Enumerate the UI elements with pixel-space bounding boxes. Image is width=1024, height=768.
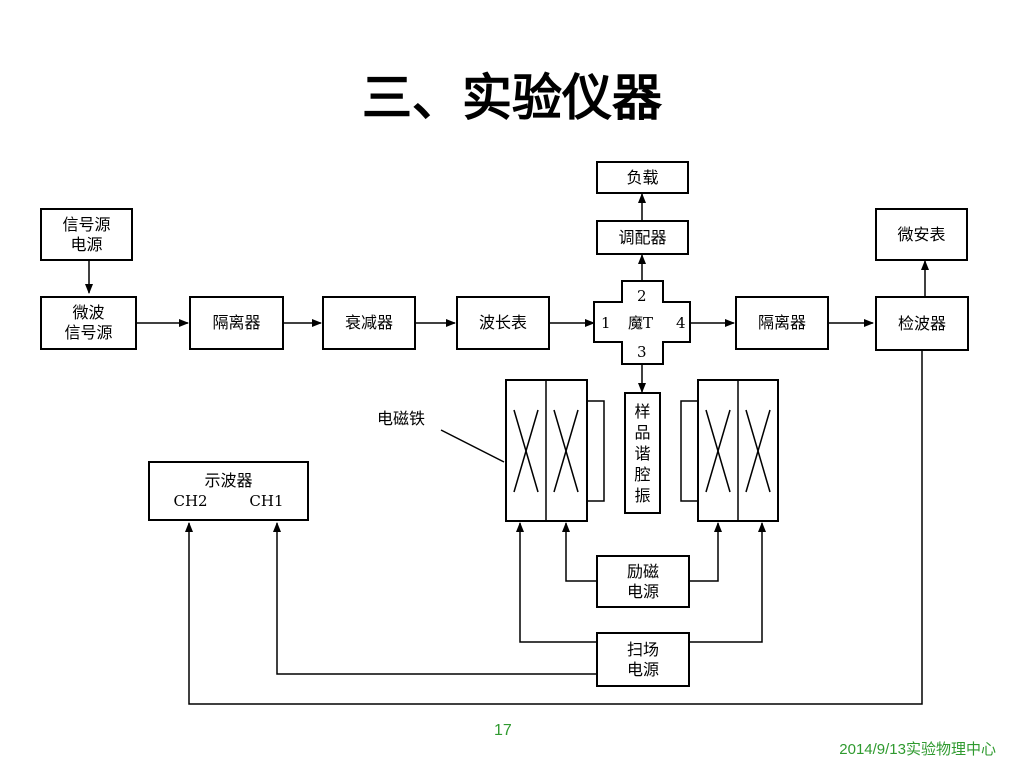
isolator-2-box: 隔离器: [735, 296, 829, 350]
page-number: 17: [494, 722, 512, 739]
oscilloscope-label: 示波器: [204, 471, 253, 490]
oscilloscope-ch2: CH2: [173, 492, 208, 510]
sweep-power-box: 扫场 电源: [596, 632, 690, 687]
page-title: 三、实验仪器: [362, 69, 662, 127]
detector-box: 检波器: [875, 296, 969, 351]
line-sweep-to-ch1: [273, 522, 596, 675]
tee-port-1: 1: [601, 314, 611, 332]
line-sweep-to-left-magnet: [516, 522, 596, 643]
left-magnet: [505, 379, 605, 522]
line-excite-to-left-magnet: [562, 522, 596, 582]
sample-cavity-label: 样品谐腔振: [634, 401, 651, 505]
excitation-power-box: 励磁 电源: [596, 555, 690, 608]
footer-text: 2014/9/13实验物理中心: [839, 741, 996, 758]
load-box: 负载: [596, 161, 689, 194]
line-sweep-to-right-magnet: [690, 522, 766, 643]
magnet-label-leader: [440, 429, 505, 463]
magic-tee-shape: [593, 280, 691, 365]
signal-power-box: 信号源 电源: [40, 208, 133, 261]
tee-port-4: 4: [676, 314, 686, 332]
sample-cavity-box: 样品谐腔振: [624, 392, 661, 514]
tee-label: 魔T: [628, 314, 654, 332]
oscilloscope-ch1: CH1: [249, 492, 284, 510]
line-excite-to-right-magnet: [690, 522, 722, 582]
oscilloscope-box: 示波器 CH2 CH1: [148, 461, 309, 521]
microammeter-box: 微安表: [875, 208, 968, 261]
matcher-box: 调配器: [596, 220, 689, 255]
microwave-source-box: 微波 信号源: [40, 296, 137, 350]
magnet-label: 电磁铁: [377, 409, 426, 428]
tee-port-3: 3: [637, 343, 647, 361]
tee-port-2: 2: [637, 287, 647, 305]
right-magnet: [680, 379, 779, 522]
line-detector-to-ch2: [185, 351, 923, 705]
wavemeter-box: 波长表: [456, 296, 550, 350]
isolator-1-box: 隔离器: [189, 296, 284, 350]
attenuator-box: 衰减器: [322, 296, 416, 350]
